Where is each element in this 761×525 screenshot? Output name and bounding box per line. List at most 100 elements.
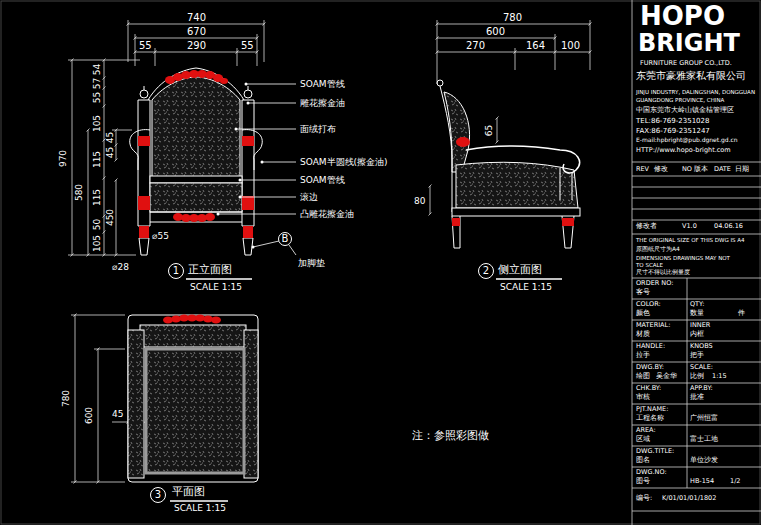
title-block-text: 颜色 bbox=[636, 310, 650, 317]
title-block-text: DWG.NO: bbox=[636, 469, 667, 476]
title-block-text: 编号: bbox=[636, 495, 652, 502]
dimension-text: 55 bbox=[93, 91, 102, 102]
title-block-text: 图号 bbox=[636, 478, 650, 485]
callout-number: 3 bbox=[155, 490, 161, 500]
title-block-text: 版本 bbox=[694, 166, 708, 173]
leader-label: SOAM管线 bbox=[300, 79, 345, 89]
note-text: 注：参照彩图做 bbox=[412, 430, 489, 443]
title-block-text: QTY: bbox=[690, 301, 704, 308]
callout-number: 1 bbox=[173, 266, 179, 276]
title-block-text: 内框 bbox=[690, 331, 704, 338]
dimension-text: 45 bbox=[106, 147, 115, 158]
dimension-text: 100 bbox=[561, 40, 580, 52]
dimension-text: 45 bbox=[106, 132, 115, 143]
dimension-text: 450 bbox=[106, 208, 115, 225]
title-block-text: REV bbox=[636, 166, 649, 173]
title-block-text: FAX:86-769-2351247 bbox=[636, 127, 710, 135]
view-title: SCALE 1:15 bbox=[500, 282, 552, 292]
title-block-text: NO bbox=[682, 166, 692, 173]
dimension-text: 290 bbox=[187, 40, 206, 52]
dimension-text: ⌀28 bbox=[112, 262, 129, 272]
title-block-text: SCALE: bbox=[690, 364, 713, 371]
title-block-text: 材质 bbox=[636, 331, 650, 338]
callout-circle: B bbox=[278, 232, 292, 246]
title-block-text: TEL:86-769-2351028 bbox=[636, 117, 709, 125]
title-block-text: MATERIAL: bbox=[636, 322, 670, 329]
callout-circle: 1 bbox=[168, 263, 184, 279]
title-block-text: 修改 bbox=[654, 166, 668, 173]
dimension-text: 115 bbox=[93, 150, 102, 167]
dimension-text: 780 bbox=[503, 12, 522, 24]
title-block-text: 吴金华 bbox=[656, 373, 677, 380]
leader-label: SOAM半圆线(擦金油) bbox=[300, 157, 388, 167]
title-block-text: 图名 bbox=[636, 457, 650, 464]
dimension-text: 670 bbox=[187, 26, 206, 38]
leader-label: 加脚垫 bbox=[298, 258, 325, 268]
callout-number: B bbox=[282, 234, 289, 244]
title-block-text: 1/2 bbox=[730, 478, 740, 485]
callout-circle: 2 bbox=[478, 263, 494, 279]
leader-label: 面绒打布 bbox=[300, 124, 336, 134]
leader-label: SOAM管线 bbox=[300, 175, 345, 185]
title-block-text: 单位沙发 bbox=[690, 457, 718, 464]
title-block-text: GUANGDONG PROVINCE, CHINA bbox=[636, 97, 724, 103]
title-block-text: HB-154 bbox=[690, 478, 714, 485]
title-block-text: PJT.NAME: bbox=[636, 406, 668, 413]
callout-number: 2 bbox=[483, 266, 489, 276]
title-block-text: 中国东莞市大岭山镇金桔管理区 bbox=[636, 106, 734, 114]
title-block-text: 东莞市豪雅家私有限公司 bbox=[636, 70, 746, 82]
title-block-text: 富士工地 bbox=[690, 436, 718, 443]
dimension-text: 600 bbox=[85, 406, 94, 423]
title-block-text: 客号 bbox=[636, 289, 650, 296]
title-block-text: E-mail:hpbright@pub.dgnet.gd.cn bbox=[636, 137, 738, 144]
title-block-text: JINJU INDUSTRY, DALINGSHAN, DONGGUAN bbox=[636, 89, 755, 95]
title-block-text: 尺寸不得以比例量度 bbox=[636, 269, 690, 276]
dimension-text: 115 bbox=[93, 188, 102, 205]
view-title: SCALE 1:15 bbox=[174, 503, 226, 513]
dimension-text: 164 bbox=[526, 40, 545, 52]
title-block-text: 数量 bbox=[690, 310, 704, 317]
view-title: 平面图 bbox=[172, 486, 205, 499]
title-block-text: KNOBS bbox=[690, 343, 713, 350]
dimension-text: ⌀55 bbox=[152, 231, 169, 241]
title-block-text: DATE bbox=[714, 166, 731, 173]
dimension-text: 65 bbox=[485, 124, 494, 135]
dimension-text: 80 bbox=[414, 196, 425, 206]
dimension-text: 50 bbox=[93, 218, 102, 229]
title-block-text: 拉手 bbox=[636, 352, 650, 359]
title-block-text: HOPO bbox=[640, 3, 725, 29]
title-block-text: APP.BY: bbox=[690, 385, 713, 392]
callout-circle: 3 bbox=[150, 487, 166, 503]
title-block-text: DWG.TITLE: bbox=[636, 448, 674, 455]
dimension-text: 54 bbox=[93, 63, 102, 74]
dimension-text: 105 bbox=[93, 114, 102, 131]
title-block-text: DIMENSIONS DRAWINGS MAY NOT bbox=[636, 255, 730, 261]
dimension-text: 105 bbox=[93, 234, 102, 251]
dimension-text: 580 bbox=[75, 183, 84, 200]
title-block-text: V1.0 bbox=[682, 223, 697, 230]
title-block-text: DWG.BY: bbox=[636, 364, 664, 371]
leader-label: 滚边 bbox=[300, 192, 318, 202]
title-block-text: 1:15 bbox=[712, 373, 727, 380]
title-block-text: 批准 bbox=[690, 394, 704, 401]
title-block-text: BRIGHT bbox=[638, 31, 740, 55]
title-block-text: 比例 bbox=[690, 373, 704, 380]
view-title: SCALE 1:15 bbox=[190, 282, 242, 292]
title-block-text: AREA: bbox=[636, 427, 656, 434]
title-block-text: TO SCALE bbox=[636, 262, 663, 268]
dimension-text: 55 bbox=[241, 40, 254, 52]
title-block-text: 日期 bbox=[735, 166, 749, 173]
title-block-text: CHK.BY: bbox=[636, 385, 661, 392]
title-block-text: HANDLE: bbox=[636, 343, 665, 350]
leader-label: 凸雕花擦金油 bbox=[300, 209, 354, 219]
dimension-text: 55 bbox=[139, 40, 152, 52]
view-title: 正立面图 bbox=[188, 264, 232, 277]
view-title: 侧立面图 bbox=[498, 264, 542, 277]
dimension-text: 57 bbox=[93, 77, 102, 88]
title-block-text: 原图纸尺寸为A4 bbox=[636, 246, 680, 253]
title-block-text: 审核 bbox=[636, 394, 650, 401]
title-block-text: 广州恒富 bbox=[690, 415, 718, 422]
title-block-text: 04.06.16 bbox=[714, 223, 743, 230]
dimension-text: 780 bbox=[62, 389, 71, 406]
